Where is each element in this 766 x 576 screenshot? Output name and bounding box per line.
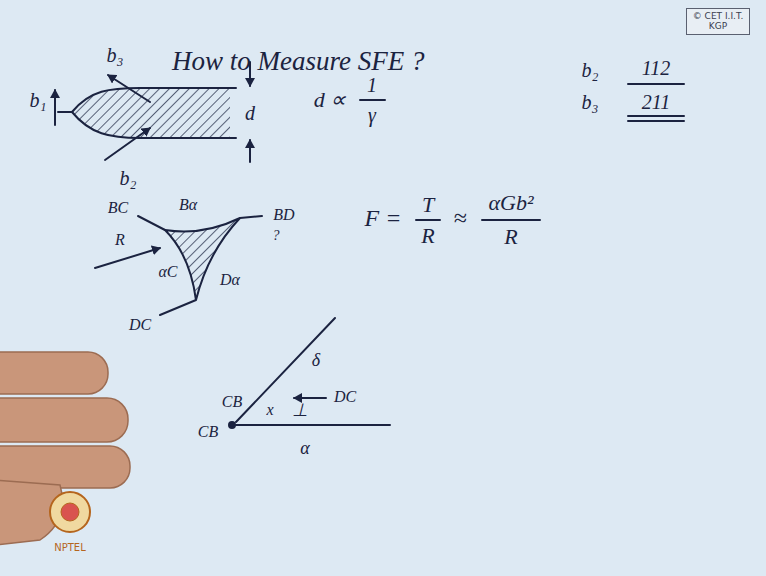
radius-arrow — [95, 248, 160, 268]
partial-line — [72, 112, 236, 138]
vector-label: BD — [273, 207, 294, 223]
underline — [628, 120, 684, 122]
burgers-vector: b₃ — [107, 45, 124, 65]
plane-label: δ — [312, 351, 320, 369]
fraction-bar — [360, 99, 385, 101]
formula: T — [422, 194, 434, 216]
burgers-vector: b₂ — [582, 60, 599, 80]
burgers-arrow — [108, 75, 150, 102]
plane-trace — [236, 424, 390, 426]
dislocation-line — [160, 300, 196, 315]
vector-label: CB — [222, 394, 242, 410]
direction-index: 211 — [642, 92, 671, 112]
question-mark: ? — [273, 229, 280, 243]
formula: R — [421, 225, 434, 247]
dislocation-line — [138, 216, 165, 230]
burgers-vector: b₃ — [582, 92, 599, 112]
vector-label: CB — [198, 424, 218, 440]
motion-arrow — [294, 397, 326, 399]
partial-line — [72, 88, 236, 112]
fraction-term: 1 — [367, 75, 377, 95]
burgers-arrow — [105, 128, 150, 160]
vector-label: Dα — [220, 272, 240, 288]
vector-label: αC — [158, 264, 177, 280]
width-label: d — [245, 103, 255, 123]
copyright-box: © CET I.I.T. KGP — [686, 8, 750, 35]
vector-label: DC — [334, 389, 356, 405]
fault-triangle — [165, 218, 240, 300]
logo-text: NPTEL — [54, 543, 86, 553]
plane-trace — [236, 318, 335, 422]
nptel-logo — [50, 492, 90, 532]
vector-label: Bα — [179, 197, 197, 213]
burgers-arrow — [54, 90, 56, 125]
node-dot — [229, 422, 235, 428]
formula: ≈ — [453, 206, 466, 230]
burgers-vector: b₁ — [30, 90, 47, 110]
proportion: d ∝ — [314, 89, 347, 111]
dislocation-line — [58, 111, 72, 113]
formula: R — [504, 226, 517, 248]
cross-mark: x — [266, 402, 273, 418]
burgers-vector: b₂ — [120, 168, 137, 188]
dislocation-line — [240, 216, 262, 218]
fraction-term: γ — [368, 105, 376, 125]
width-arrow — [249, 140, 251, 162]
vector-label: BC — [108, 200, 128, 216]
fraction-bar — [416, 219, 440, 221]
direction-index: 112 — [642, 58, 671, 78]
formula: F = — [365, 206, 402, 230]
slide-title: How to Measure SFE ? — [172, 48, 424, 75]
dislocation-symbol: ⊥ — [292, 401, 308, 419]
radius-label: R — [115, 232, 125, 248]
plane-label: α — [300, 439, 309, 457]
copyright-text: © CET I.I.T. KGP — [690, 11, 746, 32]
formula: αGb² — [488, 192, 533, 214]
presenter-hand — [0, 352, 130, 545]
fraction-bar — [482, 219, 540, 221]
vector-label: DC — [129, 317, 151, 333]
underline — [628, 83, 684, 85]
underline — [628, 115, 684, 117]
